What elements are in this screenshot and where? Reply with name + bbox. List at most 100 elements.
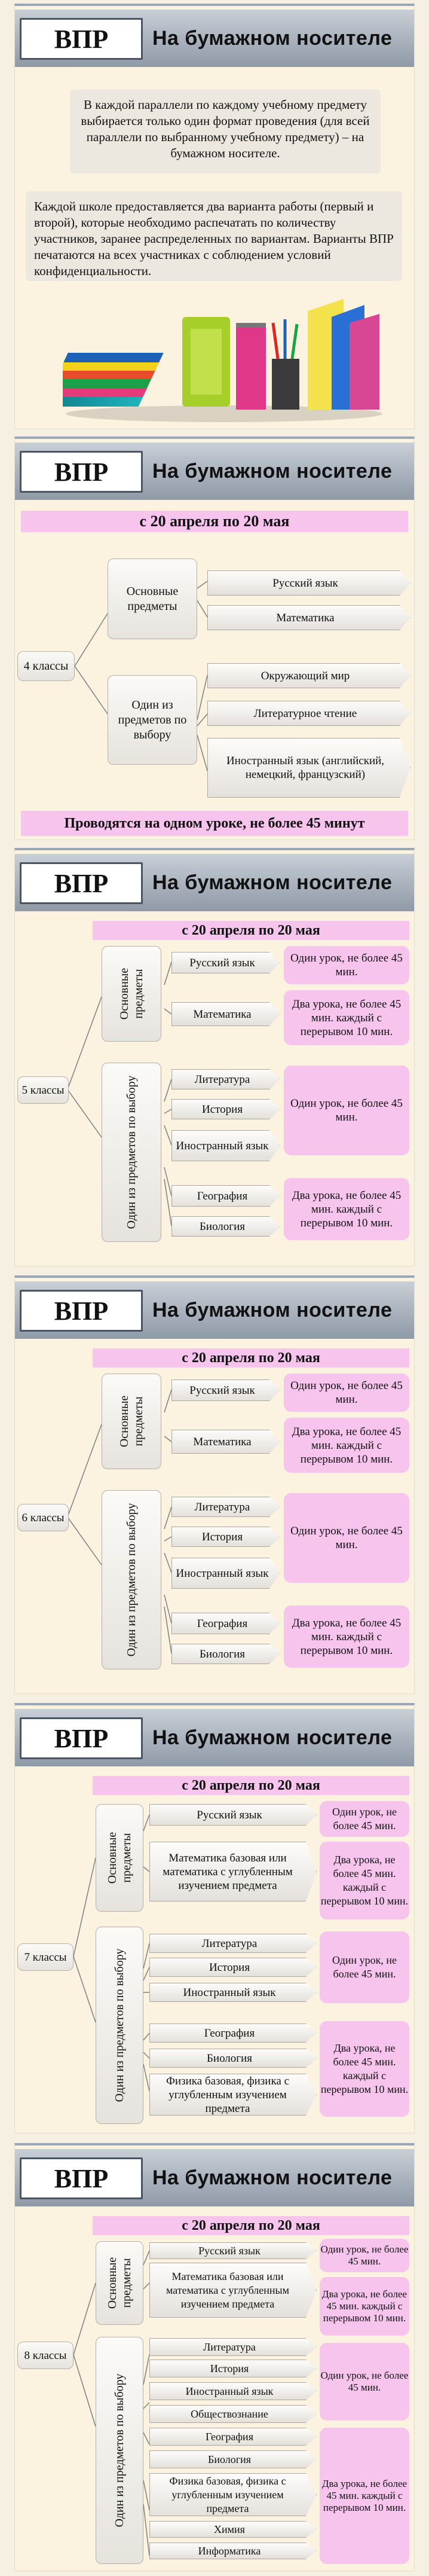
subject-foreign: Иностранный язык (английский, немецкий, … — [207, 738, 410, 798]
section-title: На бумажном носителе — [152, 2166, 393, 2189]
grade-label: 5 классы — [17, 1076, 69, 1104]
grade-label: 6 классы — [17, 1504, 69, 1531]
result-one-lesson: Один урок, не более 45 мин. — [284, 946, 409, 984]
subject-geography: География — [149, 2428, 317, 2446]
subject-history: История — [171, 1527, 280, 1547]
section-title: На бумажном носителе — [152, 459, 393, 483]
section-title: На бумажном носителе — [152, 1726, 393, 1749]
grade-4-section: ВПР На бумажном носителе с 20 апреля по … — [14, 437, 415, 840]
subject-literature: Литература — [171, 1069, 280, 1089]
connector-lines — [67, 962, 172, 1226]
subject-social: Обществознание — [149, 2405, 317, 2423]
header-ribbon: ВПР На бумажном носителе — [15, 1281, 414, 1339]
grade-5-section: ВПР На бумажном носителе с 20 апреля по … — [14, 848, 415, 1266]
grade-7-section: ВПР На бумажном носителе с 20 апреля по … — [14, 1703, 415, 2134]
result-two-lessons: Два урока, не более 45 мин. каждый с пер… — [320, 2428, 409, 2564]
main-subjects-box: Основные предметы — [102, 946, 161, 1042]
subject-world: Окружающий мир — [207, 663, 410, 688]
subject-history: История — [171, 1099, 280, 1119]
result-two-lessons: Два урока, не более 45 мин. каждый с пер… — [320, 2277, 409, 2336]
result-two-lessons: Два урока, не более 45 мин. каждый с пер… — [284, 1418, 409, 1473]
intro-note-1: В каждой параллели по каждому учебному п… — [70, 90, 381, 173]
subject-math: Математика — [207, 605, 410, 630]
connector-lines — [73, 1814, 150, 2092]
result-two-lessons: Два урока, не более 45 мин. каждый с пер… — [284, 990, 409, 1045]
section-title: На бумажном носителе — [152, 871, 393, 894]
grade-8-section: ВПР На бумажном носителе с 20 апреля по … — [14, 2143, 415, 2571]
subject-physics: Физика базовая, физика с углубленным изу… — [149, 2473, 317, 2516]
subject-physics: Физика базовая, физика с углубленным изу… — [149, 2074, 317, 2116]
subject-biology: Биология — [149, 2450, 317, 2468]
result-one-lesson: Один урок, не более 45 мин. — [284, 1374, 409, 1412]
main-subjects-box: Основные предметы — [102, 1374, 161, 1469]
intro-section: ВПР На бумажном носителе В каждой паралл… — [14, 4, 415, 429]
choice-subjects-box: Один из предметов по выбору — [102, 1490, 161, 1669]
result-one-lesson: Один урок, не более 45 мин. — [284, 1066, 409, 1155]
date-range: с 20 апреля по 20 мая — [93, 1776, 409, 1795]
subject-literature: Литература — [149, 2338, 317, 2356]
connector-lines — [74, 581, 208, 771]
result-one-lesson: Один урок, не более 45 мин. — [320, 2239, 409, 2272]
subject-geography: География — [171, 1613, 280, 1634]
subject-geography: География — [171, 1185, 280, 1207]
vpr-label: ВПР — [20, 862, 143, 904]
result-two-lessons: Два урока, не более 45 мин. каждый с пер… — [320, 1842, 409, 1919]
duration-note: Проводятся на одном уроке, не более 45 м… — [21, 811, 408, 836]
choice-subjects-box: Один из предметов по выбору — [108, 675, 197, 765]
vpr-label: ВПР — [20, 451, 143, 493]
grade-label: 4 классы — [17, 651, 75, 681]
subject-russian: Русский язык — [149, 2242, 317, 2259]
subject-chemistry: Химия — [149, 2521, 317, 2538]
subject-literature: Литература — [171, 1497, 280, 1517]
grade-6-section: ВПР На бумажном носителе с 20 апреля по … — [14, 1275, 415, 1694]
subject-russian: Русский язык — [149, 1804, 317, 1826]
subject-literature: Литература — [149, 1934, 317, 1953]
section-title: На бумажном носителе — [152, 26, 393, 50]
vpr-label: ВПР — [20, 18, 143, 60]
main-subjects-box: Основные предметы — [96, 2241, 143, 2325]
books-stationery-image — [63, 299, 382, 422]
connector-lines — [67, 1389, 172, 1654]
result-two-lessons: Два урока, не более 45 мин. каждый с пер… — [284, 1178, 409, 1240]
subject-math: Математика базовая или математика с углу… — [149, 1842, 317, 1902]
result-two-lessons: Два урока, не более 45 мин. каждый с пер… — [320, 2021, 409, 2117]
header-ribbon: ВПР На бумажном носителе — [15, 854, 414, 911]
connector-lines — [73, 2250, 150, 2556]
section-title: На бумажном носителе — [152, 1298, 393, 1321]
main-subjects-box: Основные предметы — [108, 558, 197, 639]
result-one-lesson: Один урок, не более 45 мин. — [320, 1931, 409, 2003]
header-ribbon: ВПР На бумажном носителе — [15, 1709, 414, 1766]
subject-geography: География — [149, 2023, 317, 2043]
result-one-lesson: Один урок, не более 45 мин. — [320, 1801, 409, 1837]
subject-biology: Биология — [149, 2049, 317, 2068]
subject-russian: Русский язык — [171, 952, 280, 973]
subject-foreign: Иностранный язык — [149, 2382, 317, 2400]
date-range: с 20 апреля по 20 мая — [93, 1348, 409, 1368]
subject-history: История — [149, 1958, 317, 1977]
date-range: с 20 апреля по 20 мая — [93, 2216, 409, 2235]
choice-subjects-box: Один из предметов по выбору — [96, 1927, 143, 2124]
subject-foreign: Иностранный язык — [171, 1558, 280, 1589]
subject-foreign: Иностранный язык — [171, 1130, 280, 1161]
result-two-lessons: Два урока, не более 45 мин. каждый с пер… — [284, 1606, 409, 1668]
vpr-label: ВПР — [20, 2157, 143, 2199]
subject-math: Математика базовая или математика с углу… — [149, 2263, 317, 2318]
subject-biology: Биология — [171, 1216, 280, 1237]
grade-label: 7 классы — [17, 1943, 73, 1971]
choice-subjects-box: Один из предметов по выбору — [96, 2337, 143, 2564]
subject-foreign: Иностранный язык — [149, 1983, 317, 2002]
choice-subjects-box: Один из предметов по выбору — [102, 1063, 161, 1242]
subject-history: История — [149, 2360, 317, 2377]
result-one-lesson: Один урок, не более 45 мин. — [284, 1493, 409, 1583]
header-ribbon: ВПР На бумажном носителе — [15, 10, 414, 67]
header-ribbon: ВПР На бумажном носителе — [15, 2149, 414, 2206]
subject-biology: Биология — [171, 1644, 280, 1664]
intro-note-2: Каждой школе предоставляется два вариант… — [26, 191, 402, 281]
date-range: с 20 апреля по 20 мая — [93, 921, 409, 940]
grade-label: 8 классы — [17, 2342, 73, 2369]
header-ribbon: ВПР На бумажном носителе — [15, 442, 414, 500]
subject-russian: Русский язык — [171, 1379, 280, 1401]
subject-russian: Русский язык — [207, 570, 410, 596]
vpr-label: ВПР — [20, 1717, 143, 1759]
result-one-lesson: Один урок, не более 45 мин. — [320, 2343, 409, 2421]
